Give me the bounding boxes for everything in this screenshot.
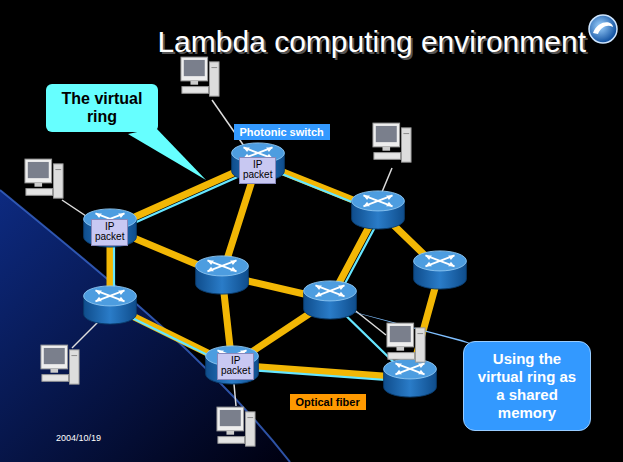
logo-swoosh [593,22,613,34]
callout-box: Using the virtual ring as a shared memor… [463,341,591,431]
switch-tag: Photonic switch [234,124,330,140]
optical-fiber-links [110,162,440,378]
background-arc [0,190,290,462]
background-swirl [0,190,290,462]
node-text: IP packet [95,222,124,243]
node-text: IP packet [221,356,250,377]
callout-tail [128,128,206,180]
node-text: Optical fiber [296,396,360,408]
packet-tag: IP packet [239,157,276,184]
computer-links [62,100,392,406]
slide-title: Lambda computing environment [157,25,586,59]
packet-tag: IP packet [91,219,128,246]
router-cylinders [84,143,467,397]
date-label: 2004/10/19 [56,433,101,443]
fiber-tag: Optical fiber [290,394,366,410]
node-text: Photonic switch [240,126,324,138]
packet-tag: IP packet [217,353,254,380]
logo [589,15,617,43]
virtual-ring-line [114,166,414,382]
node-text: IP packet [243,160,272,181]
node-text: The virtual ring [54,90,150,127]
computers [25,57,425,446]
callout-box: The virtual ring [46,84,158,133]
node-text: Using the virtual ring as a shared memor… [472,350,582,422]
